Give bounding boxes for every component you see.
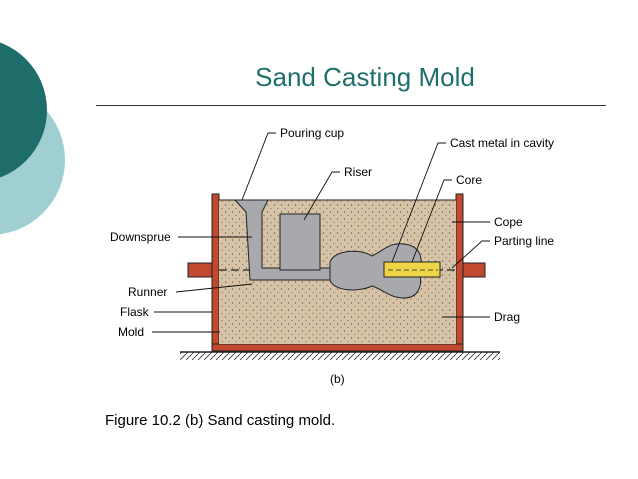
label-pouring-cup: Pouring cup <box>280 126 344 140</box>
label-cast-metal: Cast metal in cavity <box>450 136 554 150</box>
flask-left-wall <box>211 193 220 351</box>
label-riser: Riser <box>344 165 372 179</box>
title-divider <box>96 105 606 106</box>
label-mold: Mold <box>118 325 144 339</box>
leader-parting-line <box>451 240 490 269</box>
label-drag: Drag <box>494 310 520 324</box>
flask-right-wall <box>455 193 464 351</box>
leader-core <box>411 179 452 263</box>
riser-shape <box>279 213 321 271</box>
label-cope: Cope <box>494 215 523 229</box>
leader-pouring-cup <box>241 132 276 201</box>
dark-circle <box>0 42 47 178</box>
label-parting-line: Parting line <box>494 234 554 248</box>
leader-runner <box>175 283 253 293</box>
label-downsprue: Downsprue <box>110 230 171 244</box>
figure-caption: Figure 10.2 (b) Sand casting mold. <box>105 412 336 429</box>
decorative-circles <box>0 42 65 235</box>
label-core: Core <box>456 173 482 187</box>
core-shape <box>383 261 441 278</box>
slide-title: Sand Casting Mold <box>255 62 475 92</box>
ground-hatch <box>180 352 500 360</box>
flask-bottom <box>211 343 464 352</box>
leader-riser <box>303 171 340 221</box>
label-runner: Runner <box>128 285 167 299</box>
leader-cast-metal <box>391 142 446 263</box>
diagram-sublabel: (b) <box>330 372 345 386</box>
label-flask: Flask <box>120 305 150 319</box>
